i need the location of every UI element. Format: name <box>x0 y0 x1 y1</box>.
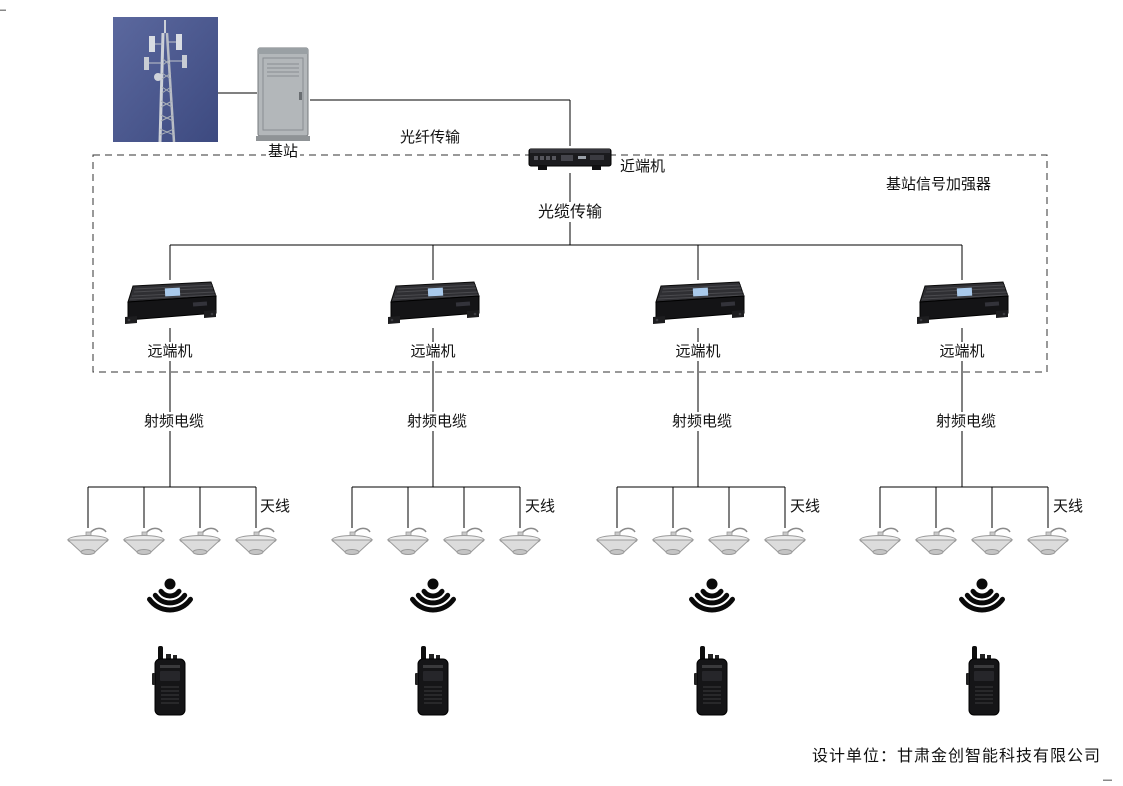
near-end-unit-device <box>528 144 612 174</box>
rf-cable-label: 射频电缆 <box>933 412 999 431</box>
ceiling-antenna-icon <box>1026 527 1070 557</box>
ceiling-antenna-icon <box>763 527 807 557</box>
near-end-unit-label: 近端机 <box>618 157 668 176</box>
antenna-label: 天线 <box>258 497 293 516</box>
remote-unit-label: 远端机 <box>145 342 195 361</box>
signal-waves-icon <box>955 576 1009 622</box>
antenna-label: 天线 <box>523 497 558 516</box>
ceiling-antenna-icon <box>498 527 542 557</box>
ceiling-antenna-icon <box>651 527 695 557</box>
cell-tower-photo <box>113 17 218 142</box>
ceiling-antenna-icon <box>595 527 639 557</box>
rf-cable-label: 射频电缆 <box>404 412 470 431</box>
ceiling-antenna-icon <box>970 527 1014 557</box>
ceiling-antenna-icon <box>914 527 958 557</box>
optical-cable-label: 光缆传输 <box>535 202 605 222</box>
walkie-talkie-icon <box>693 645 731 717</box>
signal-waves-icon <box>406 576 460 622</box>
ceiling-antenna-icon <box>707 527 751 557</box>
page-corner-mark <box>0 9 1112 781</box>
walkie-talkie-icon <box>965 645 1003 717</box>
signal-waves-icon <box>143 576 197 622</box>
ceiling-antenna-icon <box>442 527 486 557</box>
remote-unit-device <box>123 277 218 329</box>
base-station-label: 基站 <box>265 142 301 161</box>
ceiling-antenna-icon <box>178 527 222 557</box>
booster-region-label: 基站信号加强器 <box>884 175 994 194</box>
rf-cable-label: 射频电缆 <box>141 412 207 431</box>
antenna-label: 天线 <box>1051 497 1086 516</box>
ceiling-antenna-icon <box>122 527 166 557</box>
fiber-link-label: 光纤传输 <box>398 128 463 147</box>
walkie-talkie-icon <box>414 645 452 717</box>
ceiling-antenna-icon <box>66 527 110 557</box>
rf-cable-label: 射频电缆 <box>669 412 735 431</box>
ceiling-antenna-icon <box>858 527 902 557</box>
signal-waves-icon <box>685 576 739 622</box>
walkie-talkie-icon <box>151 645 189 717</box>
booster-region-box <box>92 154 1048 373</box>
remote-unit-device <box>915 277 1010 329</box>
antenna-label: 天线 <box>788 497 823 516</box>
remote-unit-device <box>651 277 746 329</box>
remote-unit-label: 远端机 <box>408 342 458 361</box>
ceiling-antenna-icon <box>234 527 278 557</box>
outdoor-cabinet-image <box>255 44 311 144</box>
designer-credit: 设计单位：甘肃金创智能科技有限公司 <box>810 746 1104 766</box>
ceiling-antenna-icon <box>330 527 374 557</box>
ceiling-antenna-icon <box>386 527 430 557</box>
remote-unit-device <box>386 277 481 329</box>
remote-unit-label: 远端机 <box>937 342 987 361</box>
remote-unit-label: 远端机 <box>673 342 723 361</box>
